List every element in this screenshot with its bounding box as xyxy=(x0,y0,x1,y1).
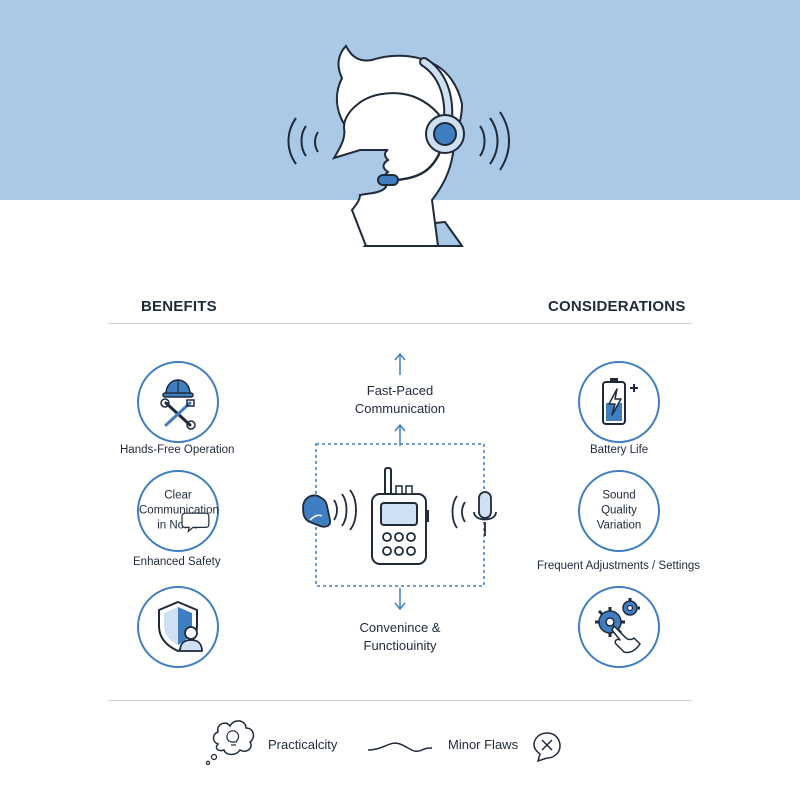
considerations-heading: CONSIDERATIONS xyxy=(548,298,686,315)
enhanced-safety-circle xyxy=(137,586,219,668)
bottom-divider xyxy=(108,700,692,701)
microphone-icon xyxy=(451,491,497,536)
close-bubble-icon xyxy=(533,732,561,763)
clear-communication-circle: Clear Communication in Noise xyxy=(137,470,219,552)
hands-free-label: Hands-Free Operation xyxy=(120,444,235,456)
battery-charging-icon xyxy=(602,378,638,425)
arrow-down xyxy=(394,588,406,611)
arrow-up-middle xyxy=(394,423,406,446)
battery-life-label: Battery Life xyxy=(590,444,649,456)
wave-connector xyxy=(367,742,433,753)
hands-free-circle xyxy=(137,361,219,443)
footer-practicality: Practicalcity xyxy=(268,737,338,752)
fast-paced-label: Fast-Paced Communication xyxy=(354,383,446,416)
frequent-adjustments-label: Frequent Adjustments / Settings xyxy=(537,560,701,572)
arrow-up-top xyxy=(394,352,406,375)
ear-sound-icon xyxy=(302,489,357,531)
sound-quality-text: Sound Quality Variation xyxy=(596,489,642,532)
headset-user-illustration xyxy=(287,44,510,247)
battery-life-circle xyxy=(578,361,660,443)
lightbulb-thought-icon xyxy=(205,720,255,766)
clear-communication-text: Clear Communication in Noise xyxy=(139,489,219,532)
chat-bubble-icon xyxy=(181,512,210,533)
convenience-label: Convenince & Functiouinity xyxy=(359,620,441,653)
sound-quality-circle: Sound Quality Variation xyxy=(578,470,660,552)
footer-minor-flaws: Minor Flaws xyxy=(448,737,519,752)
benefits-heading: BENEFITS xyxy=(141,298,217,315)
top-divider xyxy=(108,323,692,324)
enhanced-safety-label: Enhanced Safety xyxy=(133,556,221,568)
hardhat-tools-icon xyxy=(160,379,196,430)
gears-hand-icon xyxy=(595,598,641,654)
walkie-talkie-icon xyxy=(371,467,429,565)
adjustments-circle xyxy=(578,586,660,668)
shield-person-icon xyxy=(158,600,203,653)
